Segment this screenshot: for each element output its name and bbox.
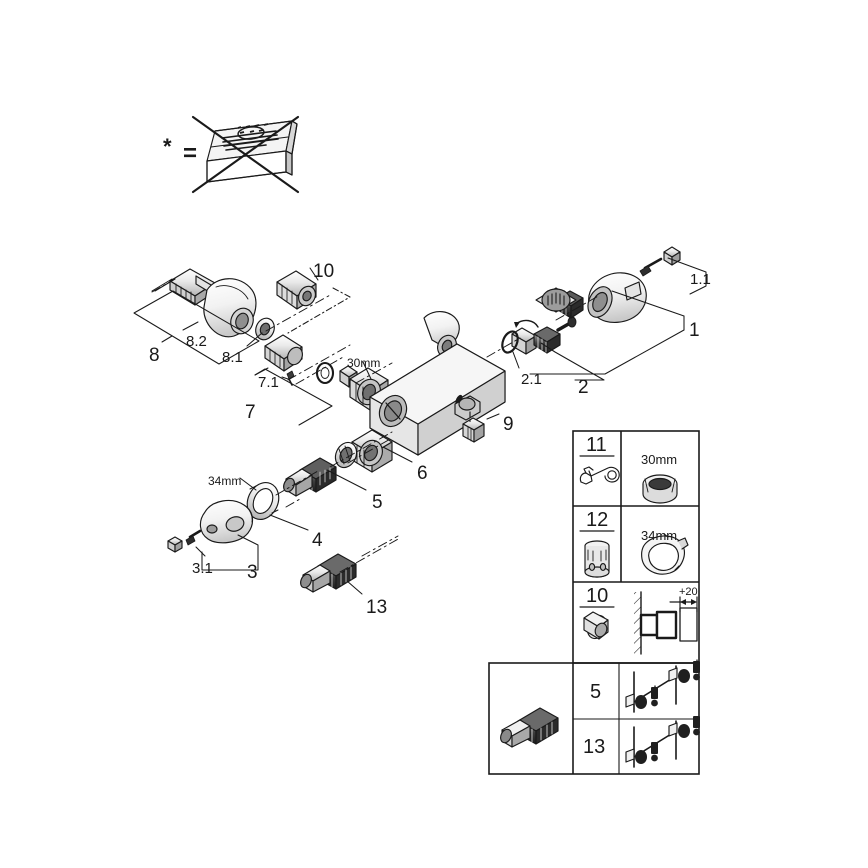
legend-row-12-number: 12 bbox=[586, 509, 609, 531]
callout-3-1: 3.1 bbox=[192, 560, 213, 577]
cartridge-icon bbox=[500, 707, 559, 748]
callout-7-1: 7.1 bbox=[258, 374, 279, 391]
wall-extension-diagram-icon bbox=[634, 591, 698, 655]
callout-7: 7 bbox=[245, 402, 256, 423]
callout-9: 9 bbox=[503, 414, 514, 435]
callout-2-1: 2.1 bbox=[521, 371, 542, 388]
note-star: * bbox=[163, 134, 172, 159]
crossed-out-package-icon bbox=[191, 115, 300, 194]
part-8-1-escutcheon bbox=[203, 278, 257, 338]
install-step-diagram-icon-13 bbox=[625, 716, 700, 768]
callout-2: 2 bbox=[578, 377, 589, 398]
callout-6: 6 bbox=[417, 463, 428, 484]
legend-row-11-dim: 30mm bbox=[641, 452, 678, 467]
part-7-s-union bbox=[264, 334, 303, 372]
callout-8-1: 8.1 bbox=[222, 349, 243, 366]
install-step-diagram-icon-5 bbox=[625, 659, 700, 713]
extension-nipple-icon bbox=[583, 611, 609, 640]
legend-row-10-number: 10 bbox=[586, 585, 609, 607]
part-4-flange-ring bbox=[246, 482, 280, 520]
part-3-handle-body bbox=[199, 499, 254, 544]
callout-8-2: 8.2 bbox=[186, 333, 207, 350]
install-row-5-number: 5 bbox=[590, 681, 602, 703]
cartridge-sleeve-icon bbox=[584, 540, 610, 578]
part-13-cartridge bbox=[300, 553, 357, 593]
part-2-1-thermostatic-cartridge bbox=[501, 316, 577, 355]
legend-row-12-dim: 34mm bbox=[641, 528, 678, 543]
hex-nut-icon bbox=[642, 474, 678, 504]
centre-lines bbox=[151, 278, 601, 573]
callout-1-1: 1.1 bbox=[690, 271, 711, 288]
callout-8: 8 bbox=[149, 345, 160, 366]
part-7-1-screw bbox=[286, 370, 295, 386]
callout-5: 5 bbox=[372, 492, 383, 513]
ring-spanner-icon bbox=[641, 533, 689, 575]
legend-row-10-dim: +20 bbox=[679, 586, 698, 598]
callout-1: 1 bbox=[689, 320, 700, 341]
dim-30mm-main: 30mm bbox=[347, 356, 381, 370]
part-7-o-ring bbox=[315, 361, 335, 385]
main-mixer-body bbox=[369, 311, 506, 456]
note-equals: = bbox=[183, 140, 198, 167]
callout-4: 4 bbox=[312, 530, 323, 551]
dim-34mm-main: 34mm bbox=[208, 474, 242, 488]
part-1-handle-housing bbox=[535, 272, 647, 323]
install-row-13-number: 13 bbox=[583, 736, 606, 758]
part-3-1-set-screw bbox=[167, 529, 202, 553]
open-end-wrench-icon bbox=[579, 466, 620, 485]
cross-out-mark bbox=[191, 115, 300, 194]
part-10-eccentric-connector bbox=[276, 270, 317, 310]
callout-10: 10 bbox=[313, 261, 335, 282]
callout-13: 13 bbox=[366, 597, 388, 618]
part-9-outlet-plug bbox=[462, 417, 485, 443]
callout-3: 3 bbox=[247, 562, 258, 583]
legend-row-11-number: 11 bbox=[586, 434, 607, 456]
